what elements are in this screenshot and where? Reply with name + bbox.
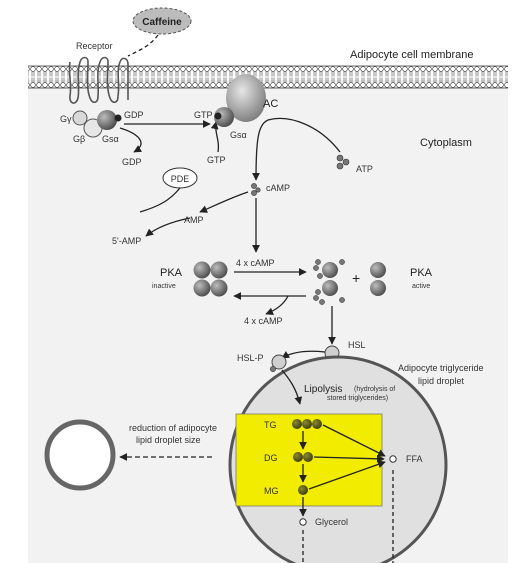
pka-active-catalytic <box>370 262 386 296</box>
gtp-uptake-arrow <box>210 121 220 153</box>
g-gamma-label: Gγ <box>60 114 72 124</box>
adenylyl-cyclase <box>226 74 266 122</box>
pka-inactive-sub: inactive <box>152 283 176 290</box>
hslp-to-lipolysis-arrow <box>281 369 303 405</box>
gtp-bound-dot <box>214 112 222 120</box>
tg-molecule <box>292 419 322 429</box>
ac-label: AC <box>263 98 278 110</box>
pde-action-line <box>139 187 181 213</box>
hsl-p-enzyme <box>271 354 287 370</box>
gs-alpha-subunit-left <box>97 110 117 130</box>
tg-label: TG <box>264 420 277 430</box>
pka-active-sub: active <box>412 283 430 290</box>
mg-label: MG <box>264 486 279 496</box>
gtp-bound-label: GTP <box>194 110 213 120</box>
gs-alpha-right-label: Gsα <box>230 130 247 140</box>
caffeine-blocks-receptor-line <box>127 34 159 57</box>
amp-label: AMP <box>184 215 204 225</box>
cell-membrane <box>28 66 508 88</box>
atp-to-camp-arrow <box>252 117 341 181</box>
reduced-lipid-droplet <box>44 419 116 491</box>
four-camp-top-label: 4 x cAMP <box>236 258 275 268</box>
dg-label: DG <box>264 453 278 463</box>
caffeine-molecule <box>132 7 192 35</box>
hsl-label: HSL <box>348 340 366 350</box>
plus-sign: + <box>352 270 360 286</box>
pka-active-title: PKA <box>410 267 433 279</box>
amp-to-5amp-arrow <box>145 217 191 237</box>
ffa-label: FFA <box>406 454 423 464</box>
g-beta-label: Gβ <box>73 134 85 144</box>
tg-to-ffa-arrow <box>322 424 386 457</box>
camp-molecule <box>251 183 261 196</box>
membrane-label: Adipocyte cell membrane <box>350 49 474 61</box>
four-camp-bottom-label: 4 x cAMP <box>244 316 283 326</box>
reduction-label-line2: lipid droplet size <box>136 435 201 445</box>
lipolysis-note-1: (hydrolysis of <box>354 386 395 393</box>
droplet-label-line1: Adipocyte triglyceride <box>398 363 484 373</box>
gdp-released-label: GDP <box>122 157 142 167</box>
caffeine-label: Caffeine <box>142 17 182 28</box>
receptor <box>68 56 129 104</box>
gdp-bound-label: GDP <box>124 110 144 120</box>
mg-molecule <box>298 485 308 495</box>
hsl-phosphorylation-arrow <box>281 350 326 359</box>
camp-to-amp-arrow <box>199 191 249 213</box>
glycerol-molecule <box>299 518 307 526</box>
ffa-molecule <box>389 455 397 463</box>
gs-alpha-subunit-right <box>214 107 234 127</box>
atp-label: ATP <box>356 164 373 174</box>
pka-regulatory-with-camp <box>313 259 345 305</box>
gdp-bound-dot <box>114 114 122 122</box>
hsl-p-label: HSL-P <box>237 353 264 363</box>
gtp-in-label: GTP <box>207 155 226 165</box>
gs-alpha-left-label: Gsα <box>102 134 119 144</box>
reduction-label-line1: reduction of adipocyte <box>129 423 217 433</box>
camp-release-arrow <box>265 295 289 316</box>
cytoplasm-label: Cytoplasm <box>420 137 472 149</box>
lipolysis-label: Lipolysis <box>304 384 342 395</box>
pka-inactive-title: PKA <box>160 267 183 279</box>
dg-to-ffa-arrow <box>313 454 385 463</box>
phosphate-dot <box>269 365 277 373</box>
glycerol-label: Glycerol <box>315 517 348 527</box>
pde-label: PDE <box>171 174 190 184</box>
pka-inactive-complex <box>193 261 228 297</box>
atp-molecule <box>336 154 350 170</box>
g-gamma-subunit <box>72 110 88 126</box>
mg-to-ffa-arrow <box>308 460 386 490</box>
five-amp-label: 5'-AMP <box>112 236 141 246</box>
lipolysis-note-2: stored triglycerides) <box>327 395 388 402</box>
receptor-label: Receptor <box>76 41 113 51</box>
dg-molecule <box>293 452 313 462</box>
gdp-release-arrow <box>119 127 143 153</box>
camp-label: cAMP <box>266 183 290 193</box>
droplet-label-line2: lipid droplet <box>418 376 465 386</box>
